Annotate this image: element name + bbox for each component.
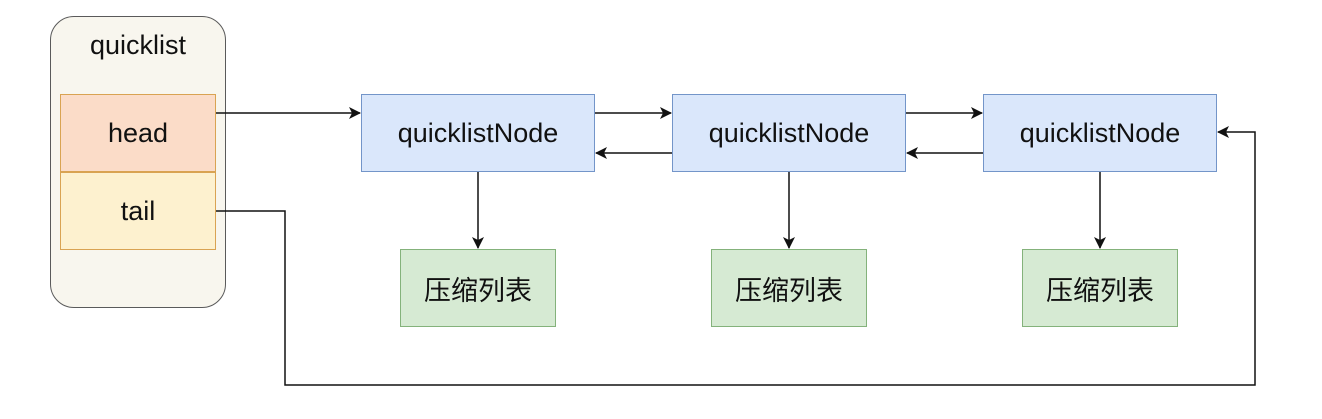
- head-field: head: [60, 94, 216, 172]
- ziplist-3: 压缩列表: [1022, 249, 1178, 327]
- ziplist-1: 压缩列表: [400, 249, 556, 327]
- quicklist-title: quicklist: [89, 30, 187, 60]
- ziplist-2: 压缩列表: [711, 249, 867, 327]
- tail-field: tail: [60, 172, 216, 250]
- tail-to-last-node-arrow: [216, 126, 1256, 386]
- quicklist-node-1: quicklistNode: [361, 94, 595, 172]
- quicklist-node-2: quicklistNode: [672, 94, 906, 172]
- quicklist-node-3: quicklistNode: [983, 94, 1217, 172]
